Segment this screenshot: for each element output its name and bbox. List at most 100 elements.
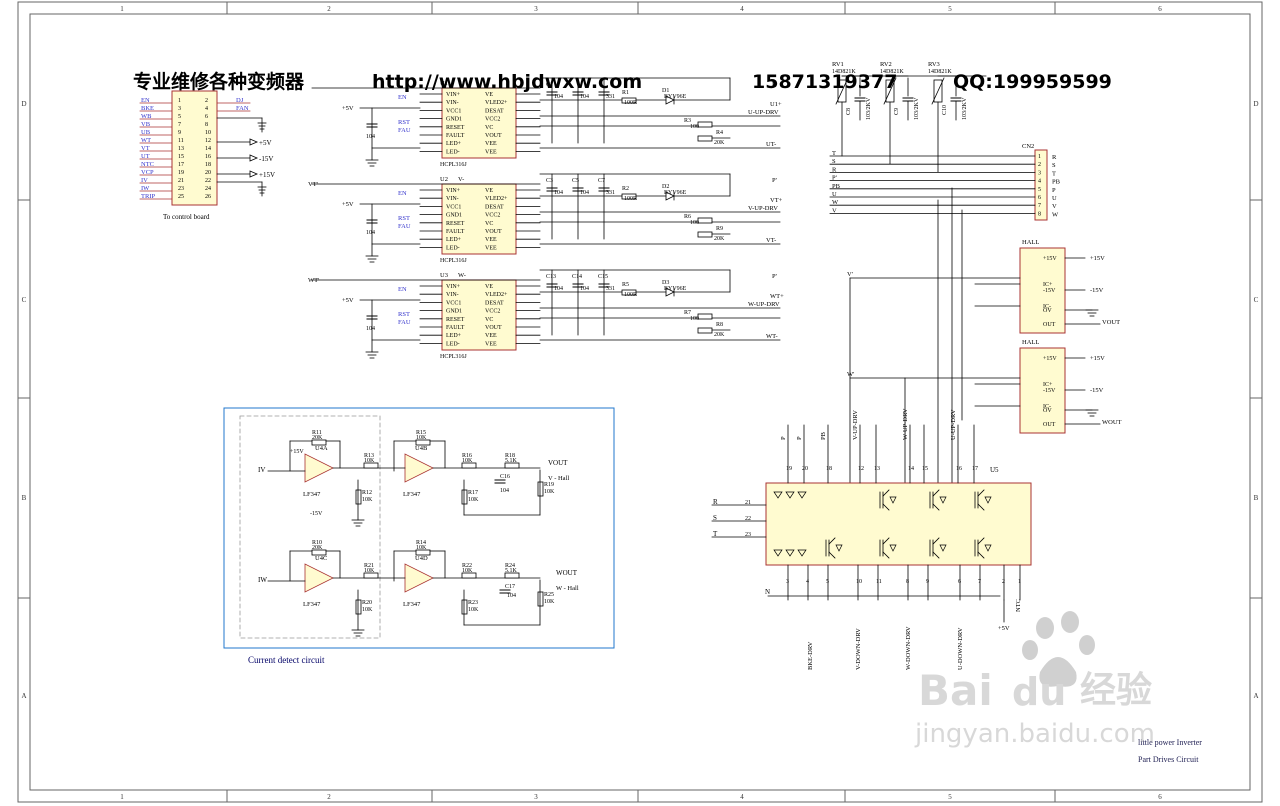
cn2-net: P' [832,175,837,182]
hall-label: V - Hall [548,475,569,482]
footer-line2: Part Drives Circuit [1138,755,1199,764]
rectifier-diode-icon [785,491,795,499]
connector-signal-label: UB [141,129,151,136]
pin-number: 21 [745,500,751,506]
freewheel-diode-icon [984,496,992,504]
resistor [363,462,379,469]
hall-pin: +15V [1043,256,1057,262]
pin-number: 20 [802,466,808,472]
sheet-frame [17,1,1263,803]
opto-pin-right: VLED2+ [485,196,508,202]
opto-pin-left: FAULT [446,325,465,331]
resistor [363,572,379,579]
pin-number: 5 [826,579,829,585]
row-label: B [22,494,27,502]
connector-signal-label: TRIP [141,193,155,200]
connector-signal-label: VB [141,121,151,128]
opto-pin-right: VEE [485,333,497,339]
cap-value: 104 [366,230,375,236]
v5-label: +5V [342,297,354,304]
freewheel-diode-icon [939,544,947,552]
varistor-ref: RV3 [928,61,940,68]
col-label: 6 [1158,793,1162,801]
cap-ref: C3 [546,178,553,184]
col-label: 4 [740,793,744,801]
resistor-value: 100R [624,100,637,106]
cap-ref: C1 [546,82,553,88]
opto-pin-right: VE [485,188,493,194]
watermark-brand2: du [1012,670,1066,714]
opto-pin-right: VC [485,125,493,131]
resistor [461,462,477,469]
top-net: P [780,436,787,440]
pin-number: 2 [205,98,208,104]
resistor-value: 100R [624,196,637,202]
cn2-net: V [832,207,837,214]
diode-value: BYV96E [664,190,687,196]
resistor-ref: R5 [622,282,629,288]
cn2-net: T [832,150,836,157]
freewheel-diode-icon [835,544,843,552]
resistor-value: 10K [462,568,473,574]
opto-pin-left: GND1 [446,213,462,219]
opto-pin-left: VCC1 [446,108,461,114]
banner-cn: 专业维修各种变频器 [133,70,305,93]
resistor [621,289,637,296]
pin-number: 6 [958,579,961,585]
pin-number: 4 [1038,179,1041,185]
hall-signal: V' [847,271,853,278]
resistor [697,327,713,334]
rectifier-diode-icon [797,491,807,499]
resistor-ref: R10 [312,540,322,546]
cn2-label: R [1052,154,1057,161]
output-label: U1+ [770,101,782,108]
opto-pin-right: VEE [485,341,497,347]
cap-value: 104 [500,488,509,494]
hall-signal: W' [847,371,854,378]
cn2-net: S [832,158,836,165]
rectifier-diode-icon [773,549,783,557]
cn2-label: PB [1052,179,1061,186]
cn2-label: W [1052,211,1059,218]
cap-value: 331 [606,190,615,196]
current-detect-title: Current detect circuit [248,655,325,665]
opto-pin-right: VC [485,317,493,323]
pin-number: 1 [1038,154,1041,160]
pin-number: 13 [874,466,880,472]
wire [977,551,985,559]
pin-number: 15 [178,154,184,160]
resistor-value: 10K [468,607,479,613]
connector-signal-label: FAN [236,105,249,112]
resistor-ref: R14 [416,540,426,546]
pin-number: 7 [178,122,181,128]
varistor-value: 14D821K [928,69,952,75]
diode-ref: D2 [662,184,669,190]
watermark-url: jingyan.baidu.com [914,719,1155,749]
opto-pin-right: VEE [485,141,497,147]
row-label: D [21,100,26,108]
resistor [461,489,468,505]
opto-ref: U3 [440,272,448,279]
input-label: WT' [308,277,319,284]
cn2-label: U [1052,195,1057,202]
opto-ic [441,87,517,159]
opamp-name: LF347 [403,601,421,608]
cn2-label: P [1052,187,1056,194]
wire [828,537,836,545]
v5-label: +5V [342,105,354,112]
wire [828,551,836,559]
opto-pin-left: VIN- [446,196,459,202]
cap-value: 104 [580,190,589,196]
cn2-label: V [1052,203,1057,210]
pin-number: 18 [826,466,832,472]
resistor [311,439,327,446]
output-label: VOUT [548,459,568,467]
cap-value: 331 [606,94,615,100]
pin-number: 7 [1038,203,1041,209]
en-label: EN [398,190,407,197]
cap-ref: C9 [894,108,900,115]
top-net: W-UP-DRV [902,408,909,440]
connector-signal-label: UT [141,153,150,160]
